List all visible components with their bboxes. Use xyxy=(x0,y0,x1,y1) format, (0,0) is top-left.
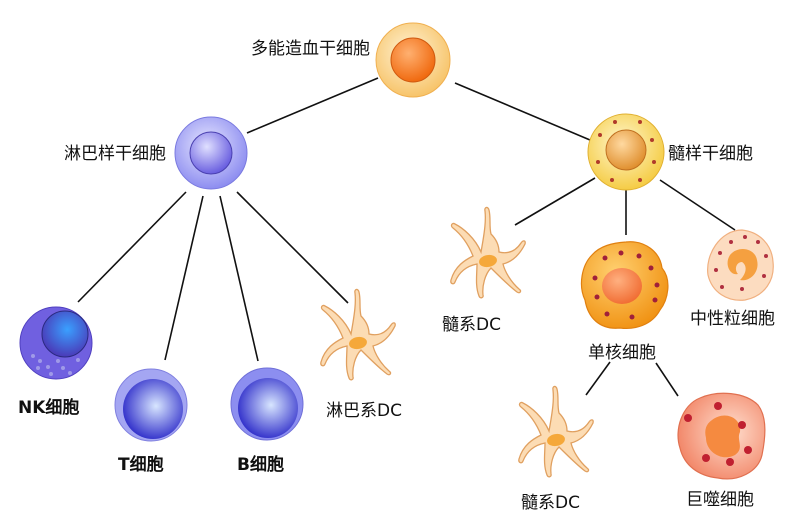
label-myeloid-dc: 髓系DC xyxy=(442,315,501,335)
macrophage-cell xyxy=(677,392,766,480)
neutrophil-cell xyxy=(707,229,774,301)
monocyte-dc-cell xyxy=(518,385,594,478)
label-lymphoid-progenitor: 淋巴样干细胞 xyxy=(64,144,166,164)
label-nk-cell: NK细胞 xyxy=(18,397,79,418)
label-monocyte: 单核细胞 xyxy=(588,343,656,363)
label-lymphoid-dc: 淋巴系DC xyxy=(326,401,402,421)
hsc-cell xyxy=(375,22,451,98)
label-hsc: 多能造血干细胞 xyxy=(251,39,370,59)
label-nk-cell-text: NK细胞 xyxy=(18,397,79,418)
edge-myeloid-neutrophil xyxy=(659,179,736,231)
label-neutrophil: 中性粒细胞 xyxy=(690,309,775,329)
label-macrophage: 巨噬细胞 xyxy=(686,490,754,510)
myeloid-dc-cell xyxy=(450,206,526,299)
edge-monocyte-macrophage xyxy=(655,362,679,397)
lymphoid-dc-cell xyxy=(320,288,396,381)
edge-lymphoid-dc xyxy=(236,191,349,304)
t-cell xyxy=(114,368,188,442)
label-myeloid-progenitor: 髓样干细胞 xyxy=(668,144,753,164)
lymphoid-progenitor-cell xyxy=(174,116,248,190)
edge-lymphoid-b xyxy=(219,195,259,362)
label-b-cell: B细胞 xyxy=(237,454,284,475)
edge-lymphoid-nk xyxy=(77,191,187,303)
edge-monocyte-dc xyxy=(585,361,611,396)
monocyte-cell xyxy=(580,241,669,330)
myeloid-progenitor-cell xyxy=(587,113,665,191)
edge-lymphoid-t xyxy=(164,195,204,361)
nk-cell xyxy=(19,306,93,380)
label-monocyte-dc: 髓系DC xyxy=(521,493,580,513)
edge-hsc-lymphoid xyxy=(246,77,379,134)
label-t-cell: T细胞 xyxy=(118,454,164,475)
edge-myeloid-dc xyxy=(514,177,596,226)
edges xyxy=(77,77,736,397)
edge-hsc-myeloid xyxy=(454,82,591,141)
b-cell xyxy=(230,367,304,441)
